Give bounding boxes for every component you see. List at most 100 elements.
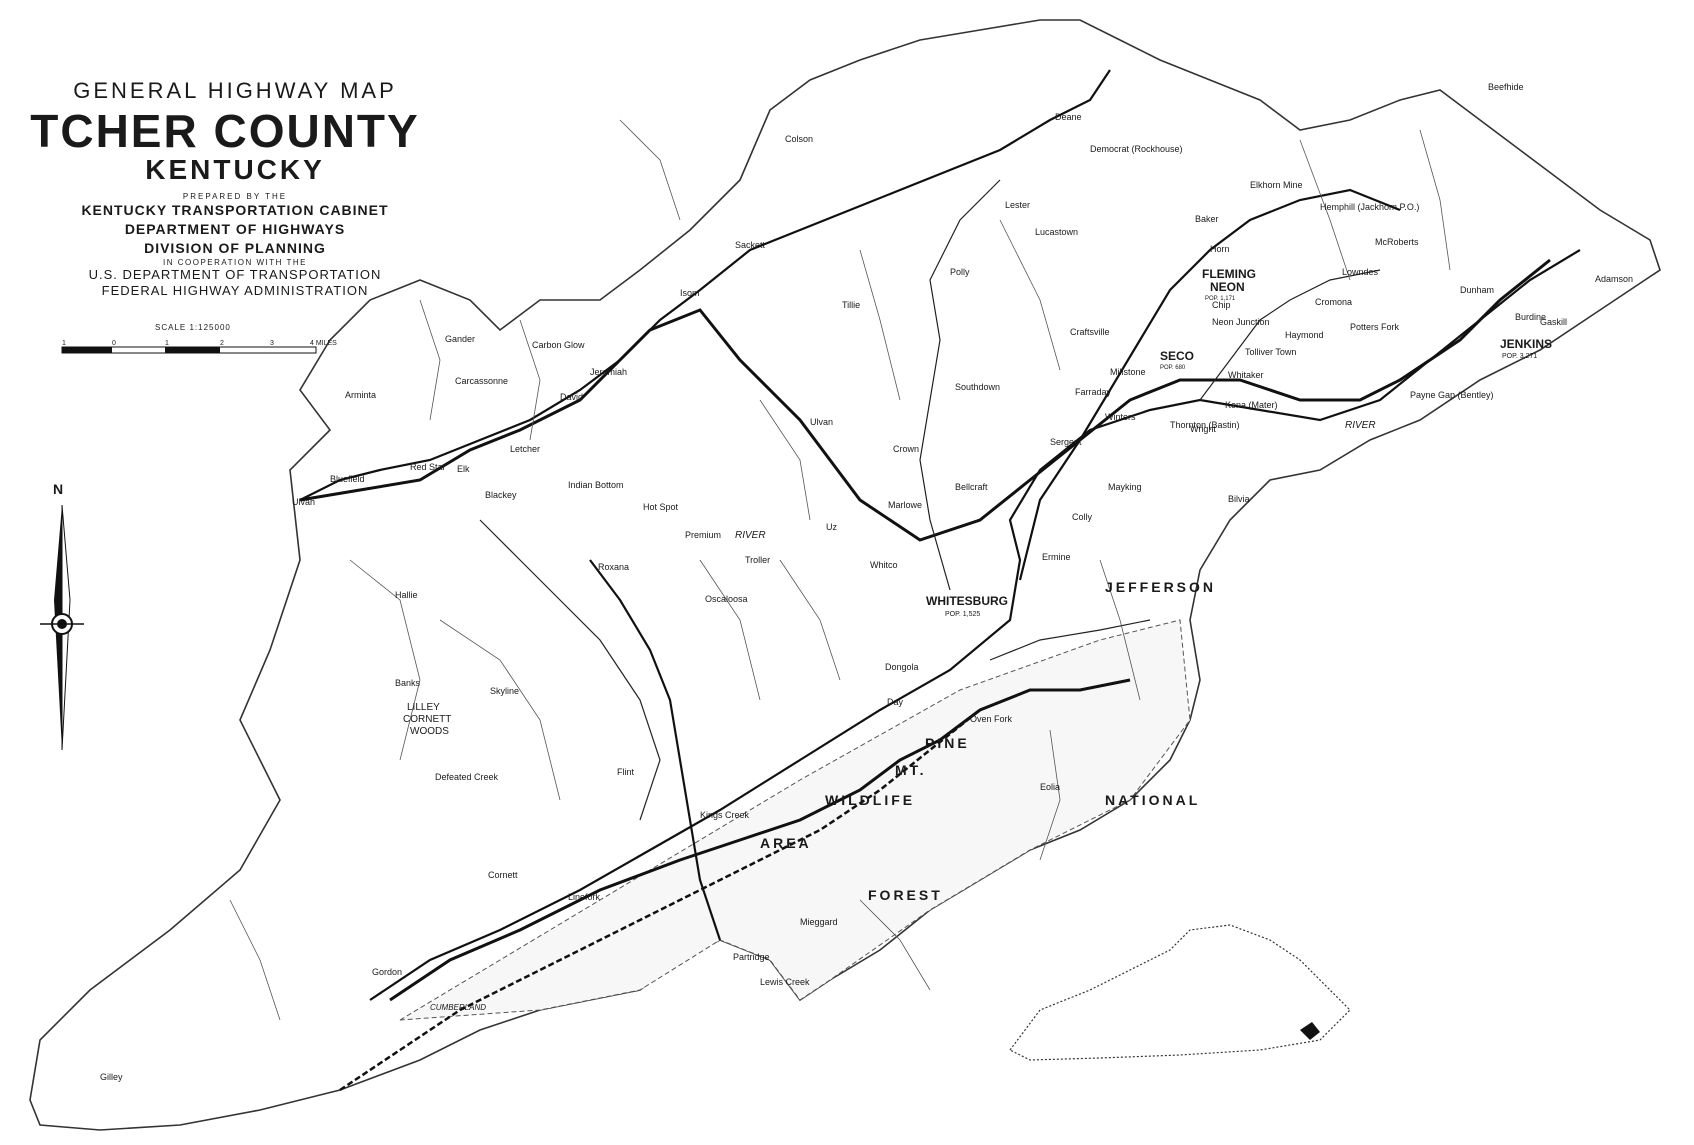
place-colson: Colson (785, 134, 813, 144)
place-hot-spot: Hot Spot (643, 502, 679, 512)
agency-line: U.S. DEPARTMENT OF TRANSPORTATION (88, 267, 382, 282)
place-elkhorn-mine: Elkhorn Mine (1250, 180, 1303, 190)
place-lowndes: Lowndes (1342, 267, 1379, 277)
place-chip: Chip (1212, 300, 1231, 310)
place-payne-gap: Payne Gap (Bentley) (1410, 390, 1494, 400)
place-winters: Winters (1105, 412, 1136, 422)
place-ulvah: Ulvah (292, 497, 315, 507)
scale-tick: 0 (112, 340, 116, 347)
place-indian-bottom: Indian Bottom (568, 480, 624, 490)
place-bellcraft: Bellcraft (955, 482, 988, 492)
place-mcroberts: McRoberts (1375, 237, 1419, 247)
place-tillie: Tillie (842, 300, 860, 310)
scale-ratio: 1:125000 (189, 323, 231, 332)
place-millstone: Millstone (1110, 367, 1146, 377)
river-label: CUMBERLAND (430, 1003, 486, 1012)
place-oven-fork: Oven Fork (970, 714, 1013, 724)
city-label: SECO (1160, 349, 1194, 363)
place-dongola: Dongola (885, 662, 919, 672)
place-elk: Elk (457, 464, 470, 474)
region-label: WILDLIFE (825, 792, 915, 808)
map-title-block: GENERAL HIGHWAY MAP TCHER COUNTY KENTUCK… (0, 78, 470, 299)
place-lester: Lester (1005, 200, 1030, 210)
place-arminta: Arminta (345, 390, 376, 400)
place-polly: Polly (950, 267, 970, 277)
place-lucastown: Lucastown (1035, 227, 1078, 237)
region-label: NATIONAL (1105, 792, 1200, 808)
scale-tick: 1 (165, 340, 169, 347)
city-label: NEON (1210, 280, 1245, 294)
place-cornettsville: Cornett (488, 870, 518, 880)
place-premium: Premium (685, 530, 721, 540)
place-carbon-glow: Carbon Glow (532, 340, 585, 350)
scale-tick: 2 (220, 340, 224, 347)
place-jeremiah: Jeremiah (590, 367, 627, 377)
scale-word: SCALE (155, 323, 187, 332)
place-burdine: Burdine (1515, 312, 1546, 322)
prepared-by: PREPARED BY THE (182, 192, 288, 201)
place-roxana: Roxana (598, 562, 629, 572)
river-label: RIVER (735, 530, 766, 541)
place-bluefield: Bluefield (330, 474, 365, 484)
place-sackett: Sackett (735, 240, 766, 250)
place-deane: Deane (1055, 112, 1082, 122)
north-label: N (53, 481, 63, 497)
region-label: PINE (925, 735, 970, 751)
scale-tick: 4 MILES (310, 340, 337, 347)
region-label: LILLEY (407, 702, 440, 713)
highway-932 (989, 619, 1151, 661)
place-kona: Kona (Mater) (1225, 400, 1278, 410)
place-farraday: Farraday (1075, 387, 1112, 397)
place-tolliver-town: Tolliver Town (1245, 347, 1296, 357)
place-partridge: Partridge (733, 952, 770, 962)
place-bilvia: Bilvia (1228, 494, 1250, 504)
place-hallie: Hallie (395, 590, 418, 600)
place-hemphill: Hemphill (Jackhorn P.O.) (1320, 202, 1419, 212)
place-skyline: Skyline (490, 686, 519, 696)
region-label: JEFFERSON (1105, 579, 1216, 595)
place-ulvan: Ulvan (810, 417, 833, 427)
place-mayking: Mayking (1108, 482, 1142, 492)
creek-network (229, 119, 1451, 1021)
place-banks: Banks (395, 678, 421, 688)
place-wright: Wright (1190, 424, 1216, 434)
railroad (339, 709, 981, 1092)
place-eolia: Eolia (1040, 782, 1060, 792)
place-gilley: Gilley (100, 1072, 123, 1082)
place-letcher: Letcher (510, 444, 540, 454)
place-haymond: Haymond (1285, 330, 1324, 340)
place-dunham: Dunham (1460, 285, 1494, 295)
place-david: David (560, 392, 583, 402)
place-southdown: Southdown (955, 382, 1000, 392)
place-whitaker: Whitaker (1228, 370, 1264, 380)
agency-line: DEPARTMENT OF HIGHWAYS (124, 221, 346, 237)
place-mi-ggard: Mieggard (800, 917, 838, 927)
place-crown: Crown (893, 444, 919, 454)
place-uz: Uz (826, 522, 837, 532)
place-blackey: Blackey (485, 490, 517, 500)
place-sergent: Sergent (1050, 437, 1082, 447)
place-kings-creek: Kings Creek (700, 810, 750, 820)
place-troller: Troller (745, 555, 770, 565)
title-county: TCHER COUNTY (30, 105, 420, 157)
place-potters-fork: Potters Fork (1350, 322, 1400, 332)
agency-line: FEDERAL HIGHWAY ADMINISTRATION (101, 283, 369, 298)
place-whitco: Whitco (870, 560, 898, 570)
place-gander: Gander (445, 334, 475, 344)
scale-tick: 3 (270, 340, 274, 347)
poor-fork-cumberland-river (389, 678, 1131, 1002)
city-label: JENKINS (1500, 337, 1552, 351)
river-label: RIVER (1345, 420, 1376, 431)
place-isom: Isom (680, 288, 700, 298)
place-adamson: Adamson (1595, 274, 1633, 284)
place-beefhide: Beefhide (1488, 82, 1524, 92)
place-gordon: Gordon (372, 967, 402, 977)
title-state: KENTUCKY (145, 154, 325, 185)
place-carcassonne: Carcassonne (455, 376, 508, 386)
north-arrow: N (40, 481, 84, 751)
scale-tick: 1 (62, 340, 66, 347)
place-colly: Colly (1072, 512, 1093, 522)
highway-119 (369, 249, 1581, 1001)
place-flint: Flint (617, 767, 635, 777)
agency-line: DIVISION OF PLANNING (144, 240, 326, 256)
